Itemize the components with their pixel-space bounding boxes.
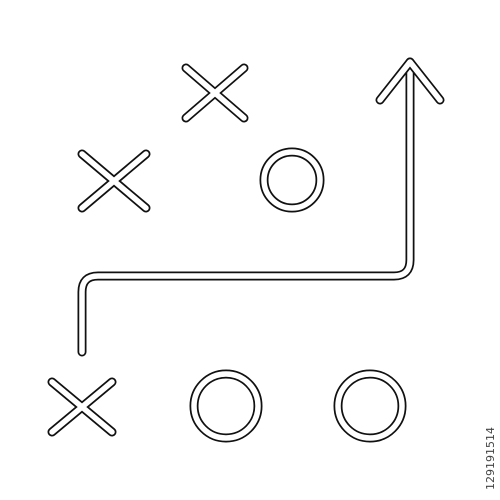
x-mark-left bbox=[77, 149, 151, 213]
route-arrow bbox=[77, 57, 415, 357]
stock-id-watermark: 129191514 bbox=[484, 427, 497, 490]
x-mark-top bbox=[181, 63, 249, 123]
watermark-id-text: 129191514 bbox=[484, 427, 497, 490]
o-mark-middle bbox=[259, 147, 325, 213]
o-mark-bottom-right bbox=[333, 369, 407, 443]
x-mark-bottom bbox=[47, 377, 117, 437]
o-mark-bottom-center bbox=[189, 369, 263, 443]
arrowhead-icon bbox=[375, 57, 445, 105]
